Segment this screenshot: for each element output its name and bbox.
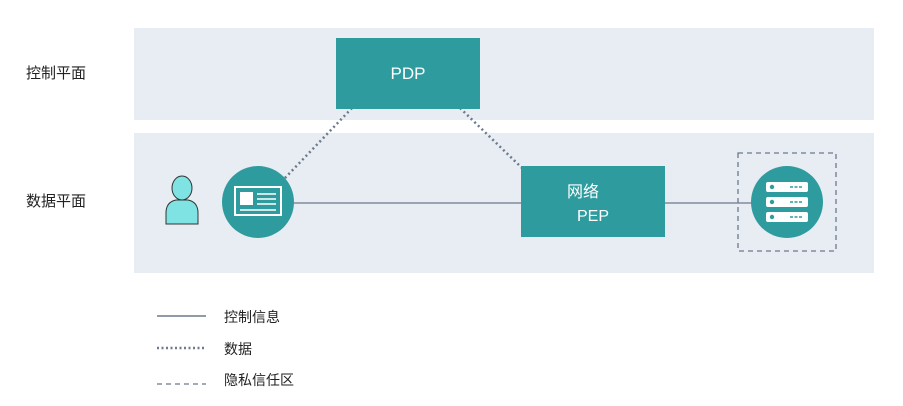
user-icon bbox=[165, 175, 199, 225]
pdp-terminal-link bbox=[284, 107, 353, 179]
server-icon bbox=[751, 166, 823, 238]
private-trust-zone bbox=[737, 152, 837, 252]
legend-control-info: 控制信息 bbox=[224, 310, 280, 326]
data-plane-label: 数据平面 bbox=[26, 192, 87, 210]
legend-private-trust-zone: 隐私信任区 bbox=[224, 373, 294, 389]
pep-node: 网络 PEP bbox=[521, 166, 665, 237]
control-plane-label: 控制平面 bbox=[26, 64, 87, 82]
legend-data: 数据 bbox=[224, 342, 252, 358]
pep-label-line1: 网络 bbox=[566, 181, 599, 201]
control-plane-band bbox=[134, 28, 874, 120]
pdp-pep-link bbox=[459, 107, 523, 169]
terminal-icon bbox=[222, 166, 294, 238]
pdp-label: PDP bbox=[390, 63, 426, 83]
pep-label-line2: PEP bbox=[576, 207, 609, 225]
pdp-node: PDP bbox=[336, 38, 480, 109]
